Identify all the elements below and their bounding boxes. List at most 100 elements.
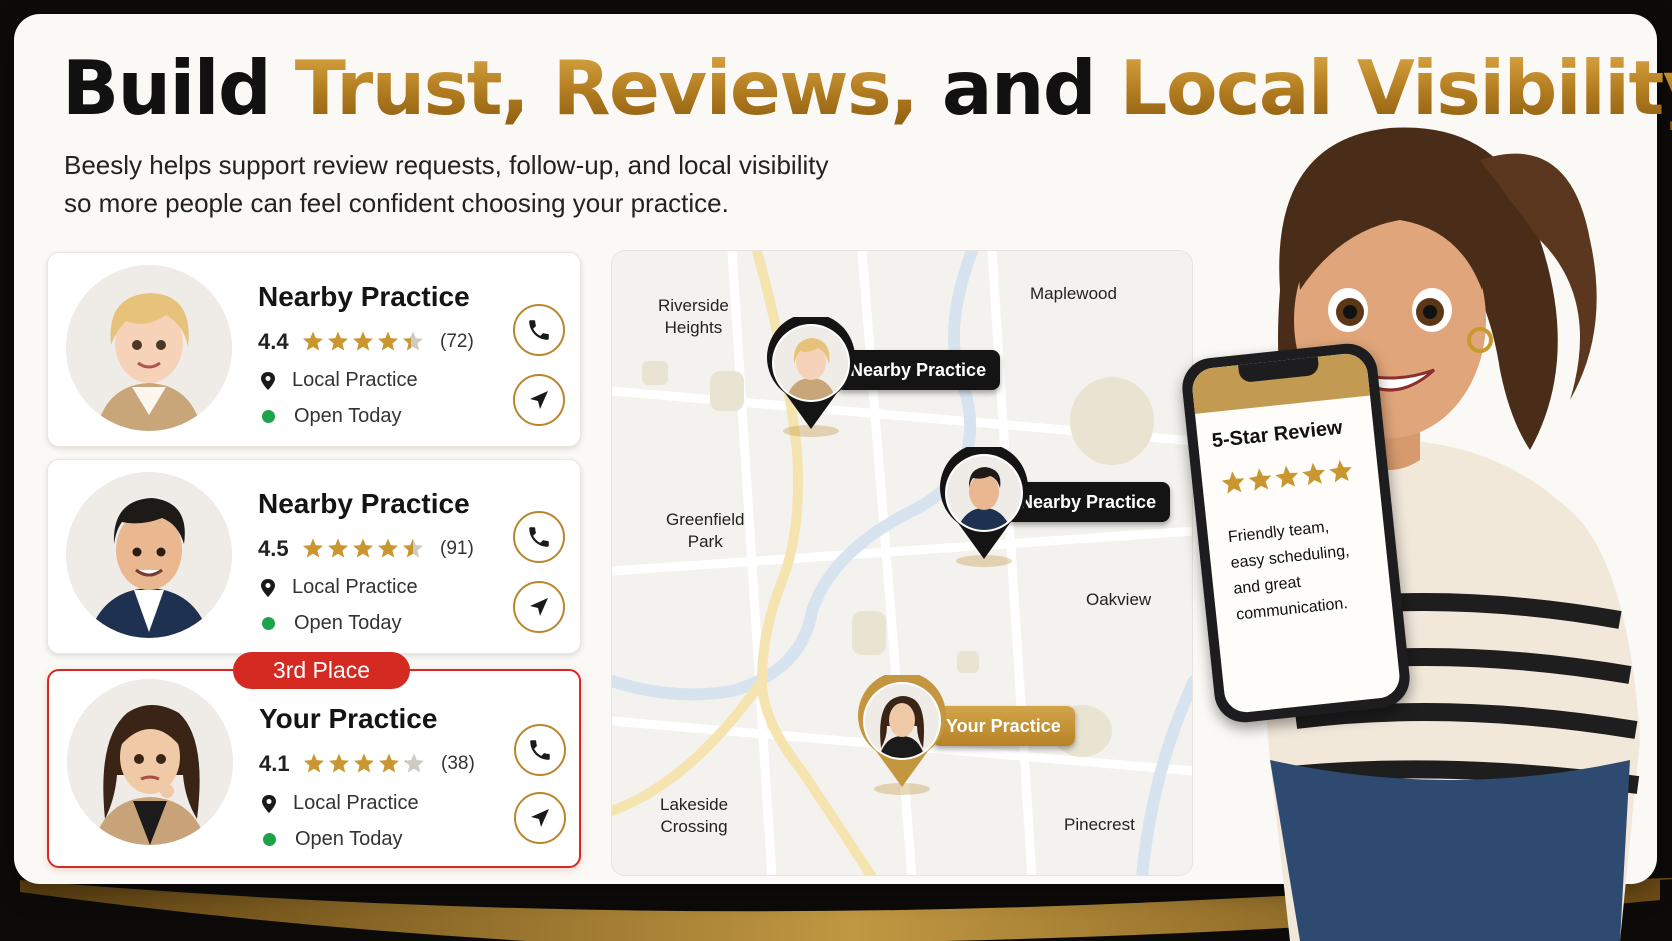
call-button[interactable] [513,304,565,356]
star-rating [303,753,429,775]
review-count: (38) [441,753,475,774]
map-label-pinecrest: Pinecrest [1064,814,1135,836]
practice-card-3[interactable]: Your Practice 4.1 (38) Local Practice Op… [47,669,581,868]
map-panel[interactable]: Riverside Heights Maplewood Greenfield P… [611,250,1193,876]
marker-avatar [865,684,939,758]
location-text: Local Practice [292,576,418,598]
location-text: Local Practice [292,369,418,391]
open-status-dot [262,410,275,423]
map-marker-tag-2[interactable]: Nearby Practice [1006,482,1171,522]
location-pin-icon [261,578,275,597]
star-rating [302,538,428,560]
call-button[interactable] [514,724,566,776]
star-icon [353,538,373,558]
map-label-riverside-heights: Riverside Heights [658,295,729,339]
star-icon [303,538,323,558]
navigate-icon [531,809,549,827]
practice-card-1[interactable]: Nearby Practice 4.4 (72) Local Practice … [47,252,581,447]
navigate-icon [530,598,548,616]
review-count: (72) [440,331,474,352]
open-status-text: Open Today [294,405,402,427]
open-status-row: Open Today [261,828,403,851]
star-icon [1302,462,1325,486]
map-label-maplewood: Maplewood [1030,283,1117,305]
label-line: Pinecrest [1064,815,1135,834]
label-line: Crossing [660,817,728,836]
directions-button[interactable] [513,581,565,633]
star-icon [328,538,348,558]
phone-mockup: 5-Star Review Friendly team, easy schedu… [1179,340,1413,726]
star-icon [303,331,323,351]
review-count: (91) [440,538,474,559]
star-icon [354,753,374,773]
practice-name: Nearby Practice [258,488,470,519]
map-marker-2[interactable] [938,447,1030,567]
star-icon [378,331,398,351]
call-button[interactable] [513,511,565,563]
label-line: Park [687,532,723,551]
location-text: Local Practice [293,792,419,814]
directions-button[interactable] [514,792,566,844]
star-icon [1329,460,1352,483]
subtitle-line2: so more people can feel confident choosi… [64,188,729,218]
star-icon [353,331,373,351]
open-status-text: Open Today [295,828,403,850]
star-icon [329,753,349,773]
rating-row: 4.4 (72) [258,327,474,357]
map-label-lakeside-crossing: Lakeside Crossing [660,794,728,838]
star-icon [403,538,423,558]
star-icon [304,753,324,773]
star-rating [302,331,428,353]
star-icon [404,753,424,773]
avatar [66,472,232,638]
map-marker-tag-1[interactable]: Nearby Practice [836,350,1001,390]
location-row: Local Practice [261,792,419,815]
star-icon [1248,468,1272,491]
open-status-row: Open Today [260,405,402,428]
rating-value: 4.5 [258,536,289,561]
star-icon [1275,465,1299,489]
label-line: Riverside [658,296,729,315]
open-status-text: Open Today [294,612,402,634]
practice-name: Nearby Practice [258,281,470,312]
phone-icon [529,320,549,340]
map-marker-tag-3[interactable]: Your Practice [932,706,1075,746]
location-row: Local Practice [260,576,418,599]
rank-badge: 3rd Place [233,652,410,689]
map-label-oakview: Oakview [1086,589,1151,611]
review-stars [1221,460,1352,494]
star-icon [379,753,399,773]
label-line: Heights [664,318,723,337]
rating-row: 4.1 (38) [259,749,475,779]
page-subtitle: Beesly helps support review requests, fo… [64,146,964,222]
open-status-row: Open Today [260,612,402,635]
headline-part3: and [941,44,1097,132]
label-line: Maplewood [1030,284,1117,303]
phone-screen: 5-Star Review Friendly team, easy schedu… [1190,351,1402,715]
location-row: Local Practice [260,369,418,392]
subtitle-line1: Beesly helps support review requests, fo… [64,150,829,180]
headline-part4: Local Visibility [1120,44,1672,132]
location-pin-icon [262,794,276,813]
map-label-greenfield-park: Greenfield Park [666,509,744,553]
directions-button[interactable] [513,374,565,426]
phone-icon [530,740,550,760]
star-icon [1221,471,1245,494]
star-icon [403,331,423,351]
marker-avatar [774,326,848,400]
open-status-dot [263,833,276,846]
navigate-icon [530,391,548,409]
label-line: Oakview [1086,590,1152,609]
label-line: Greenfield [666,510,745,529]
review-text: Friendly team, easy scheduling, and grea… [1227,510,1387,629]
map-marker-1[interactable] [765,317,857,437]
headline-part1: Build [62,44,272,132]
review-title: 5-Star Review [1210,416,1344,453]
avatar [66,265,232,431]
practice-name: Your Practice [259,703,438,734]
star-icon [378,538,398,558]
map-marker-3[interactable] [856,675,948,795]
avatar [67,679,233,845]
practice-card-2[interactable]: Nearby Practice 4.5 (91) Local Practice … [47,459,581,654]
